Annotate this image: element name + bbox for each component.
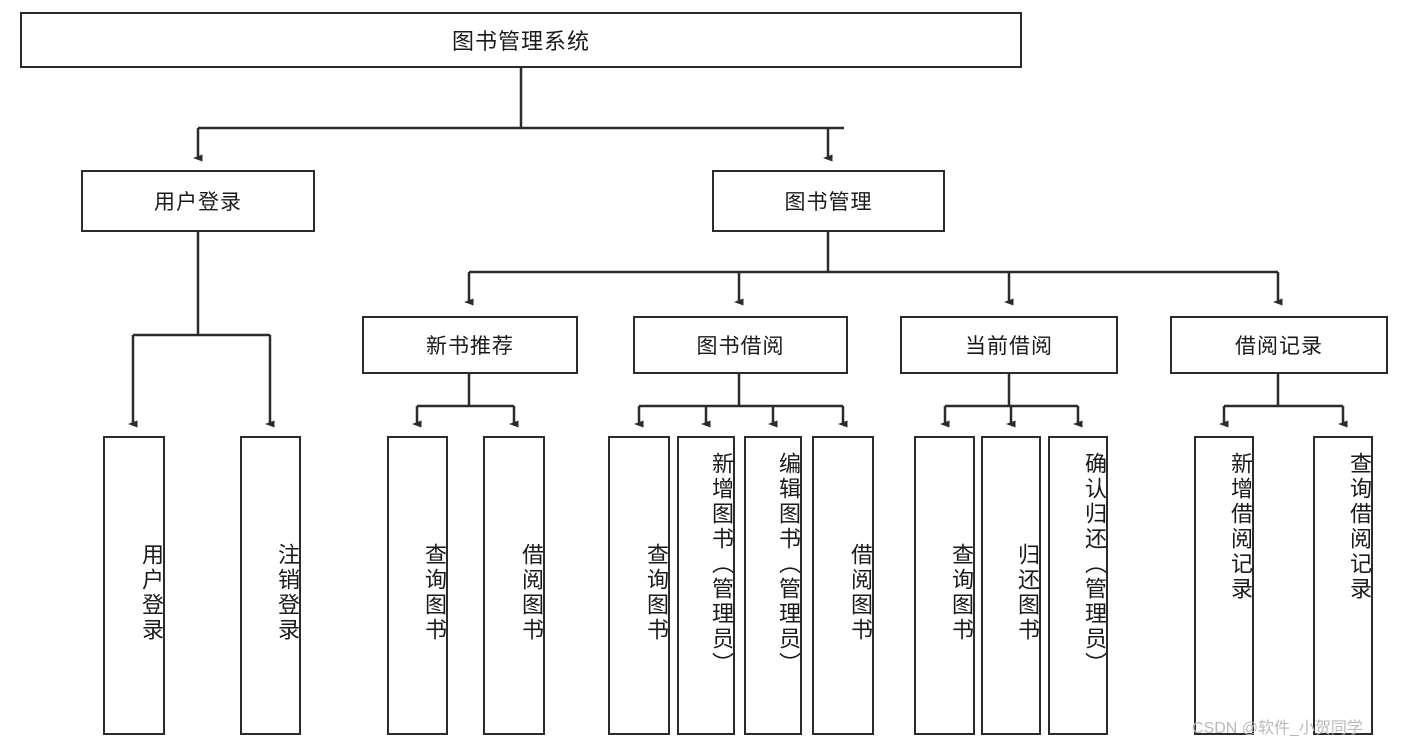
node-book-borrow[interactable]: 图书借阅 bbox=[633, 316, 848, 374]
leaf-logout[interactable]: 注销登录 bbox=[240, 436, 301, 735]
node-root-book-management-system[interactable]: 图书管理系统 bbox=[20, 12, 1022, 68]
leaf-confirm-return-admin[interactable]: 确认归还（管理员） bbox=[1048, 436, 1108, 735]
leaf-edit-book-admin[interactable]: 编辑图书（管理员） bbox=[744, 436, 802, 735]
leaf-add-book-admin[interactable]: 新增图书（管理员） bbox=[677, 436, 735, 735]
node-user-login[interactable]: 用户登录 bbox=[81, 170, 315, 232]
leaf-current-query-book[interactable]: 查询图书 bbox=[914, 436, 975, 735]
node-borrow-record[interactable]: 借阅记录 bbox=[1170, 316, 1388, 374]
leaf-recommend-query-book[interactable]: 查询图书 bbox=[387, 436, 448, 735]
leaf-borrow-query-book[interactable]: 查询图书 bbox=[608, 436, 670, 735]
node-current-borrow[interactable]: 当前借阅 bbox=[900, 316, 1118, 374]
leaf-query-borrow-record[interactable]: 查询借阅记录 bbox=[1313, 436, 1373, 735]
leaf-return-book[interactable]: 归还图书 bbox=[981, 436, 1041, 735]
leaf-borrow-borrow-book[interactable]: 借阅图书 bbox=[812, 436, 874, 735]
csdn-watermark: CSDN @软件_小贺同学 bbox=[1192, 720, 1363, 737]
leaf-recommend-borrow-book[interactable]: 借阅图书 bbox=[483, 436, 545, 735]
leaf-add-borrow-record[interactable]: 新增借阅记录 bbox=[1194, 436, 1254, 735]
node-book-management[interactable]: 图书管理 bbox=[712, 170, 945, 232]
leaf-user-login[interactable]: 用户登录 bbox=[103, 436, 165, 735]
node-new-book-recommend[interactable]: 新书推荐 bbox=[362, 316, 578, 374]
